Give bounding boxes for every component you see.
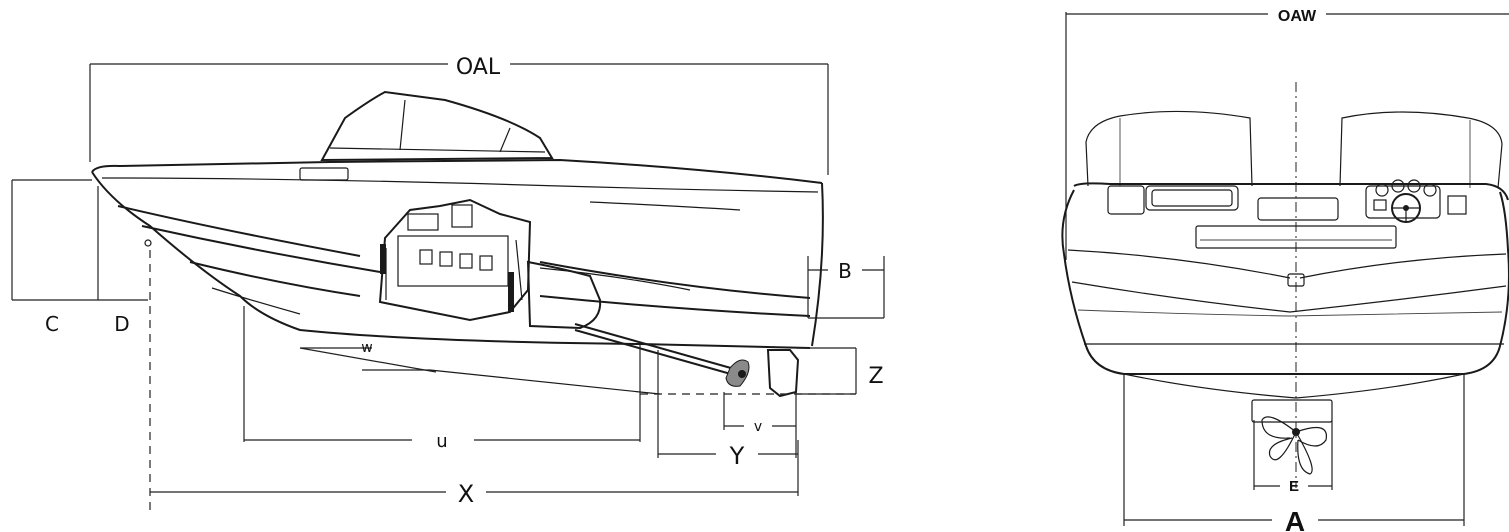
bow-dimensions: C D <box>11 179 148 336</box>
dashboard <box>1073 179 1509 249</box>
engine <box>378 198 750 387</box>
b-label: B <box>838 259 852 283</box>
a-dimension: A <box>1123 374 1465 532</box>
rear-view: OAW <box>1061 8 1509 532</box>
hull <box>91 158 824 349</box>
x-label: X <box>458 480 474 508</box>
e-label: E <box>1289 478 1299 495</box>
windshield <box>299 90 554 181</box>
rudder <box>766 349 800 398</box>
a-label: A <box>1285 506 1305 532</box>
seat-backs <box>1085 110 1503 189</box>
u-label: u <box>436 431 447 452</box>
rear-hull <box>1061 189 1509 399</box>
keel-line <box>429 369 661 395</box>
rear-propeller <box>1251 399 1333 475</box>
oal-label: OAL <box>456 55 501 80</box>
u-dimension: u <box>243 306 641 452</box>
oaw-dimension: OAW <box>1065 8 1509 260</box>
w-dimension: w <box>299 340 437 373</box>
z-label: Z <box>868 364 883 389</box>
b-dimension: B <box>807 256 885 319</box>
v-dimension: v <box>723 392 797 458</box>
v-label: v <box>754 419 762 435</box>
side-view: OAL <box>11 55 885 512</box>
c-label: C <box>45 312 59 336</box>
oaw-label: OAW <box>1278 8 1317 25</box>
e-dimension: E <box>1253 420 1333 495</box>
z-dimension: Z <box>796 347 884 395</box>
oal-dimension: OAL <box>89 55 829 175</box>
y-label: Y <box>729 442 745 470</box>
w-label: w <box>361 340 372 356</box>
d-label: D <box>114 312 129 336</box>
x-dimension: X <box>150 480 798 508</box>
y-dimension: Y <box>657 350 799 496</box>
